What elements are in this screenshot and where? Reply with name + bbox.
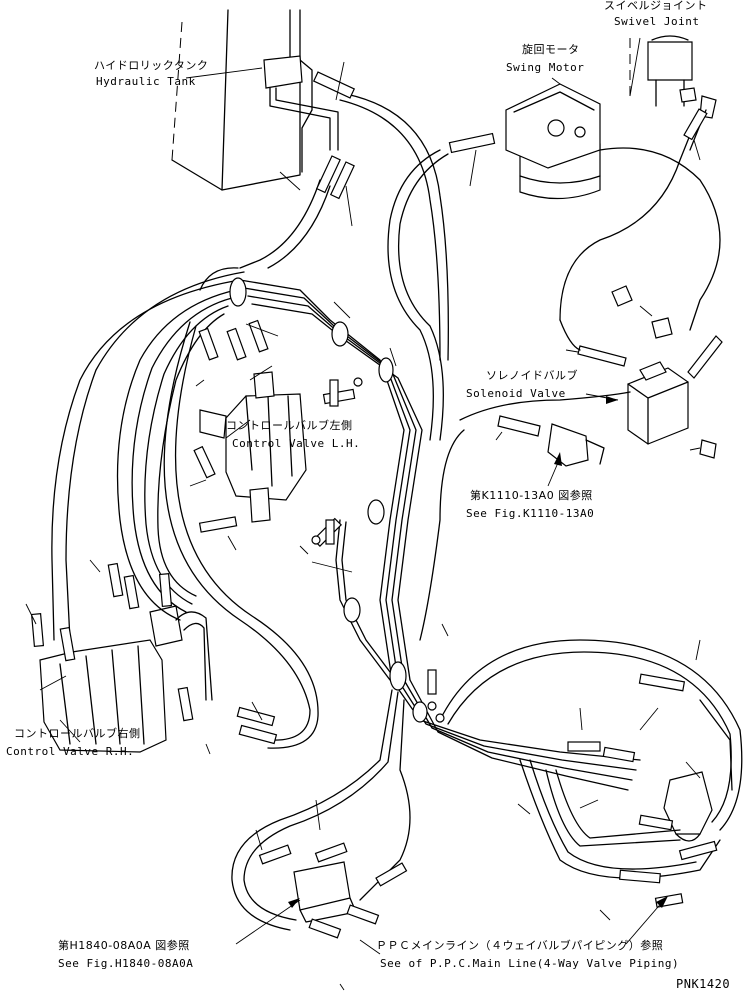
- swivel-joint-label-jp: スイベルジョイント: [604, 0, 708, 12]
- ppc-main-line-label-en: See of P.P.C.Main Line(4-Way Valve Pipin…: [380, 957, 680, 970]
- relay-valve: [497, 415, 605, 467]
- ref-h1840-label-jp: 第H1840-08A0A 図参照: [58, 939, 190, 952]
- swing-motor-label-en: Swing Motor: [506, 61, 585, 74]
- solenoid-valve: [577, 285, 723, 459]
- ppc-main-line-label-jp: ＰＰＣメインライン（４ウェイバルブパイピング）参照: [376, 939, 664, 952]
- ref-k1110-label-en: See Fig.K1110-13A0: [466, 507, 595, 520]
- leader-lines: [59, 37, 668, 945]
- hydraulic-tank: [171, 9, 339, 191]
- control-valve-lh-label-en: Control Valve L.H.: [232, 437, 361, 450]
- swivel-joint: [629, 35, 717, 151]
- solenoid-valve-label-en: Solenoid Valve: [466, 387, 566, 400]
- swivel-joint-label-en: Swivel Joint: [614, 15, 700, 28]
- swing-motor-label-jp: 旋回モータ: [522, 43, 580, 56]
- solenoid-valve-label-jp: ソレノイドバルブ: [486, 369, 578, 382]
- control-valve-rh-label-en: Control Valve R.H.: [6, 745, 135, 758]
- ppc-lock-valve: [293, 771, 713, 923]
- drawing-number: PNK1420: [676, 977, 731, 991]
- hose-clamps: [229, 277, 428, 723]
- hose-bundles: [51, 93, 743, 931]
- control-valve-rh-label-jp: コントロールバルブ右側: [14, 727, 141, 740]
- ref-k1110-label-jp: 第K1110-13A0 図参照: [470, 489, 593, 502]
- hydraulic-tank-label-en: Hydraulic Tank: [96, 75, 196, 88]
- ref-h1840-label-en: See Fig.H1840-08A0A: [58, 957, 194, 970]
- control-valve-rh: [39, 605, 213, 753]
- bolts-washers: [311, 377, 445, 723]
- hydraulic-tank-label-jp: ハイドロリックタンク: [94, 59, 209, 72]
- swing-motor: [505, 83, 601, 200]
- control-valve-lh: [199, 371, 307, 523]
- callout-ticks: [25, 61, 701, 991]
- control-valve-lh-label-jp: コントロールバルブ左側: [226, 419, 353, 432]
